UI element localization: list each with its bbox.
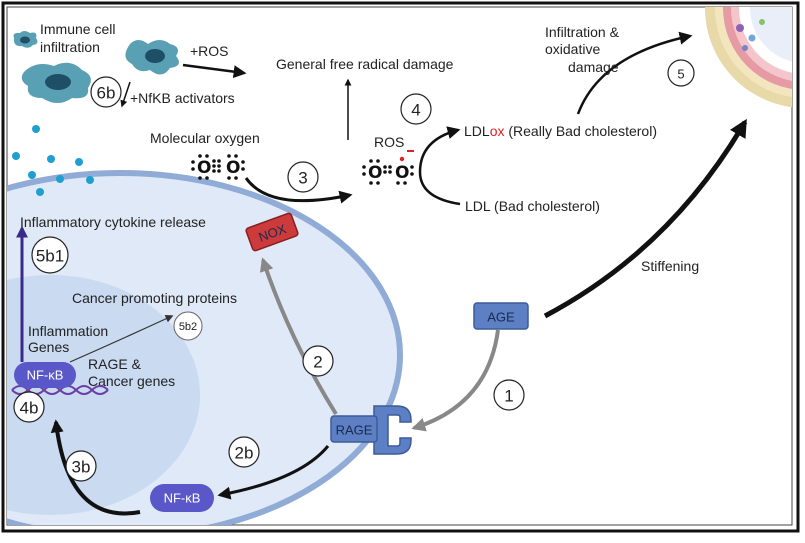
ldl-ox-label: LDLox (Really Bad cholesterol) [464, 123, 657, 139]
rage-label: RAGE [336, 423, 373, 438]
nfkb-translocation-arrow [50, 419, 141, 516]
step-badge-4: 4 [400, 93, 432, 125]
svg-text:3b: 3b [72, 458, 91, 477]
infiltration-label: infiltration [40, 39, 100, 55]
cancer-proteins-label: Cancer promoting proteins [72, 290, 237, 306]
ldl-label: LDL (Bad cholesterol) [465, 198, 600, 214]
svg-text:4: 4 [411, 101, 420, 120]
cytokine-dots [12, 125, 94, 196]
immune-cell-icon [21, 62, 91, 103]
svg-text:1: 1 [504, 387, 513, 406]
rage-to-nox-arrow [259, 257, 338, 416]
age-molecule: AGE [473, 302, 529, 330]
age-binding-arrow [411, 329, 500, 432]
ros-release-arrow [182, 63, 247, 79]
infiltration-arrow [576, 31, 693, 115]
nfkb-nucleus: NF-κB [14, 362, 76, 388]
ldl-ox-suffix: ox [490, 123, 505, 139]
stiffening-arrow [543, 118, 748, 319]
step-badge-6b: 6b [90, 76, 122, 108]
step-badge-4b: 4b [13, 391, 45, 423]
infiltration-damage-label-2: oxidative [545, 41, 600, 57]
ldl-ox-prefix: LDL [464, 123, 490, 139]
svg-text:O: O [395, 163, 409, 183]
immune-cell-icon [125, 40, 179, 75]
general-damage-label: General free radical damage [276, 56, 454, 72]
nucleus [7, 275, 200, 515]
infiltration-damage-label-1: Infiltration & [545, 24, 620, 40]
svg-text:O: O [197, 158, 211, 178]
nfkb-cytoplasm: NF-κB [150, 484, 214, 512]
step-badge-2: 2 [302, 345, 334, 377]
oxygen-to-ros-arrow [244, 177, 353, 204]
nfkb-nuclear-label: NF-κB [27, 368, 64, 383]
svg-text:4b: 4b [20, 399, 39, 418]
ldl-oxidation-arrow [418, 126, 461, 206]
svg-text:3: 3 [298, 169, 307, 188]
nfkb-label: NF-κB [164, 491, 201, 506]
age-label: AGE [487, 310, 515, 325]
infiltration-damage-label-3: damage [568, 59, 619, 75]
rage-to-nfkb-arrow [217, 445, 330, 500]
svg-text:O: O [368, 163, 382, 183]
step-badge-5b1: 5b1 [31, 236, 69, 274]
superoxide-icon: O O [362, 150, 414, 185]
svg-text:5b2: 5b2 [179, 321, 197, 333]
figure-frame [1, 1, 800, 533]
artery-cross-section [705, 7, 792, 108]
ldl-ox-description: (Really Bad cholesterol) [504, 123, 657, 139]
plus-ros-label: +ROS [190, 43, 229, 59]
cancer-protein-arrow [69, 315, 174, 363]
rage-receptor: RAGE [330, 405, 412, 455]
step-badge-3b: 3b [65, 450, 97, 482]
ros-label: ROS [374, 134, 404, 150]
cytokine-release-label: Inflammatory cytokine release [20, 214, 206, 230]
dna-strand [11, 385, 109, 395]
immune-cell-label: Immune cell [40, 21, 115, 37]
svg-text:5: 5 [677, 67, 684, 82]
step-badge-5: 5 [667, 59, 695, 87]
rage-cancer-genes-label-1: RAGE & [88, 356, 142, 372]
stiffening-label: Stiffening [641, 258, 699, 274]
svg-text:2b: 2b [235, 444, 254, 463]
nox-enzyme: NOX [245, 212, 299, 252]
step-badge-5b2: 5b2 [173, 311, 203, 341]
svg-text:6b: 6b [97, 84, 116, 103]
molecular-oxygen-icon: O O [191, 154, 245, 180]
nfkb-activator-arrow [120, 81, 131, 108]
inflammation-genes-label-2: Genes [28, 339, 69, 355]
svg-text:5b1: 5b1 [36, 247, 64, 266]
inflammation-genes-label-1: Inflammation [28, 323, 108, 339]
molecular-oxygen-label: Molecular oxygen [150, 130, 260, 146]
nfkb-activators-label: +NfKB activators [130, 90, 235, 106]
step-badge-1: 1 [493, 379, 525, 411]
rage-cancer-genes-label-2: Cancer genes [88, 373, 175, 389]
immune-cell-small-icon [13, 31, 38, 48]
step-badge-3: 3 [287, 161, 319, 193]
svg-text:2: 2 [313, 353, 322, 372]
svg-text:O: O [226, 158, 240, 178]
step-badge-2b: 2b [228, 436, 260, 468]
